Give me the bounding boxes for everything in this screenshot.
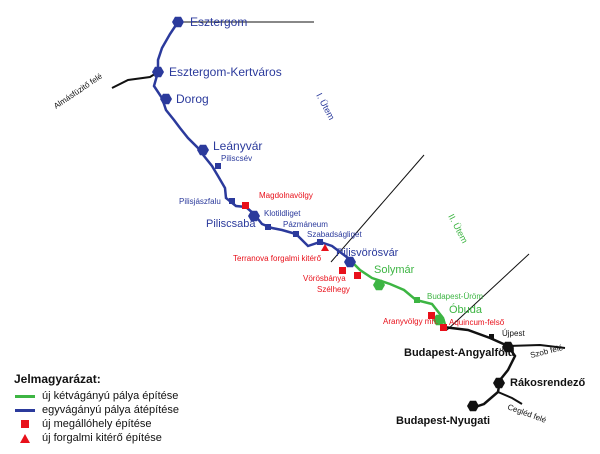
new-passing-loop-terranova bbox=[321, 244, 329, 251]
legend-item-label: egyvágányú pálya átépítése bbox=[42, 404, 179, 416]
station-marker-solymar bbox=[373, 279, 385, 291]
stop-marker-budapest-urom bbox=[414, 297, 420, 303]
label-rakosrendezo: Rákosrendező bbox=[510, 377, 585, 389]
line-almasfuzito-branch bbox=[111, 71, 159, 89]
station-marker-leanyvar bbox=[197, 144, 209, 156]
line-aquincum-nyugati bbox=[442, 325, 517, 410]
legend-item-label: új kétvágányú pálya építése bbox=[42, 390, 179, 402]
station-marker-piliscsaba bbox=[248, 210, 260, 222]
legend-item-new-passing-loop: új forgalmi kitérő építése bbox=[14, 431, 179, 445]
label-stage-2: II. Ütem bbox=[446, 212, 470, 245]
label-terranova: Terranova forgalmi kitérő bbox=[233, 254, 322, 263]
label-ujpest: Újpest bbox=[502, 329, 525, 338]
blue-line-icon bbox=[14, 408, 36, 412]
stop-marker-klotildliget bbox=[265, 224, 271, 230]
legend-title: Jelmagyarázat: bbox=[14, 372, 101, 386]
red-square-icon bbox=[14, 420, 36, 428]
label-solymar: Solymár bbox=[374, 264, 415, 276]
label-direction-almasfuzito: Almásfüzitő felé bbox=[52, 71, 104, 110]
station-marker-rakosrendezo bbox=[493, 377, 505, 389]
station-marker-angyalfold bbox=[502, 341, 514, 353]
new-stop-aranyvolgy bbox=[428, 312, 435, 319]
label-direction-cegled: Cegléd felé bbox=[506, 402, 548, 424]
red-triangle-icon bbox=[14, 433, 36, 443]
legend-item-label: új megállóhely építése bbox=[42, 418, 152, 430]
line-single-track-rebuild bbox=[152, 21, 353, 263]
stage-boundary-pilisvorosvar bbox=[330, 154, 425, 263]
label-aranyvolgy: Aranyvölgy mh. bbox=[383, 317, 438, 326]
label-piliscsaba: Piliscsaba bbox=[206, 218, 256, 230]
legend-item-label: új forgalmi kitérő építése bbox=[42, 432, 162, 444]
stop-marker-pilisjaszfalu bbox=[229, 198, 235, 204]
label-angyalfold: Budapest-Angyalföld bbox=[404, 347, 515, 359]
label-piliscsev: Piliscsév bbox=[221, 154, 252, 163]
new-stop-vorosbanya bbox=[339, 267, 346, 274]
label-stage-1: I. Ütem bbox=[314, 91, 336, 121]
map-legend: Jelmagyarázat: új kétvágányú pálya építé… bbox=[14, 372, 179, 445]
label-esztergom-kertvaros: Esztergom-Kertváros bbox=[169, 65, 282, 79]
label-dorog: Dorog bbox=[176, 92, 209, 106]
new-stop-szelhegy bbox=[354, 272, 361, 279]
stop-marker-szabadsagliget bbox=[317, 239, 323, 245]
label-pilisjaszfalu: Pilisjászfalu bbox=[179, 197, 221, 206]
label-vorosbanya: Vörösbánya bbox=[303, 274, 346, 283]
legend-item-new-double-track: új kétvágányú pálya építése bbox=[14, 389, 179, 403]
station-marker-esztergom-kertvaros bbox=[152, 66, 164, 78]
stop-marker-piliscsev bbox=[215, 163, 221, 169]
label-klotildliget: Klotildliget bbox=[264, 209, 301, 218]
label-szabadsagliget: Szabadságliget bbox=[307, 230, 362, 239]
label-budapest-urom: Budapest-Üröm bbox=[427, 292, 483, 301]
label-pazmaneum: Pázmáneum bbox=[283, 220, 328, 229]
stop-marker-pazmaneum bbox=[293, 231, 299, 237]
label-obuda: Óbuda bbox=[449, 303, 483, 316]
station-marker-obuda bbox=[433, 314, 445, 326]
new-stop-magdolnavolgy bbox=[242, 202, 249, 209]
label-magdolnavolgy: Magdolnavölgy bbox=[259, 191, 313, 200]
label-nyugati: Budapest-Nyugati bbox=[396, 415, 490, 427]
line-double-track-new bbox=[351, 261, 448, 329]
legend-item-new-stop: új megállóhely építése bbox=[14, 417, 179, 431]
label-aquincum: Aquincum-felső bbox=[449, 318, 505, 327]
green-line-icon bbox=[14, 394, 36, 398]
label-leanyvar: Leányvár bbox=[213, 139, 262, 153]
station-marker-pilisvorosvar bbox=[344, 256, 356, 268]
label-pilisvorosvar: Pilisvörösvár bbox=[336, 247, 399, 259]
stage-boundary-aquincum bbox=[446, 253, 530, 331]
stop-marker-ujpest bbox=[489, 334, 494, 339]
label-szelhegy: Szélhegy bbox=[317, 285, 350, 294]
station-marker-nyugati bbox=[467, 400, 479, 412]
line-szob-branch bbox=[507, 343, 566, 349]
label-esztergom: Esztergom bbox=[190, 15, 247, 29]
legend-item-single-track-rebuild: egyvágányú pálya átépítése bbox=[14, 403, 179, 417]
station-marker-esztergom bbox=[172, 16, 184, 28]
line-cegled-branch bbox=[497, 391, 523, 405]
station-marker-dorog bbox=[160, 93, 172, 105]
new-stop-aquincum bbox=[440, 324, 447, 331]
